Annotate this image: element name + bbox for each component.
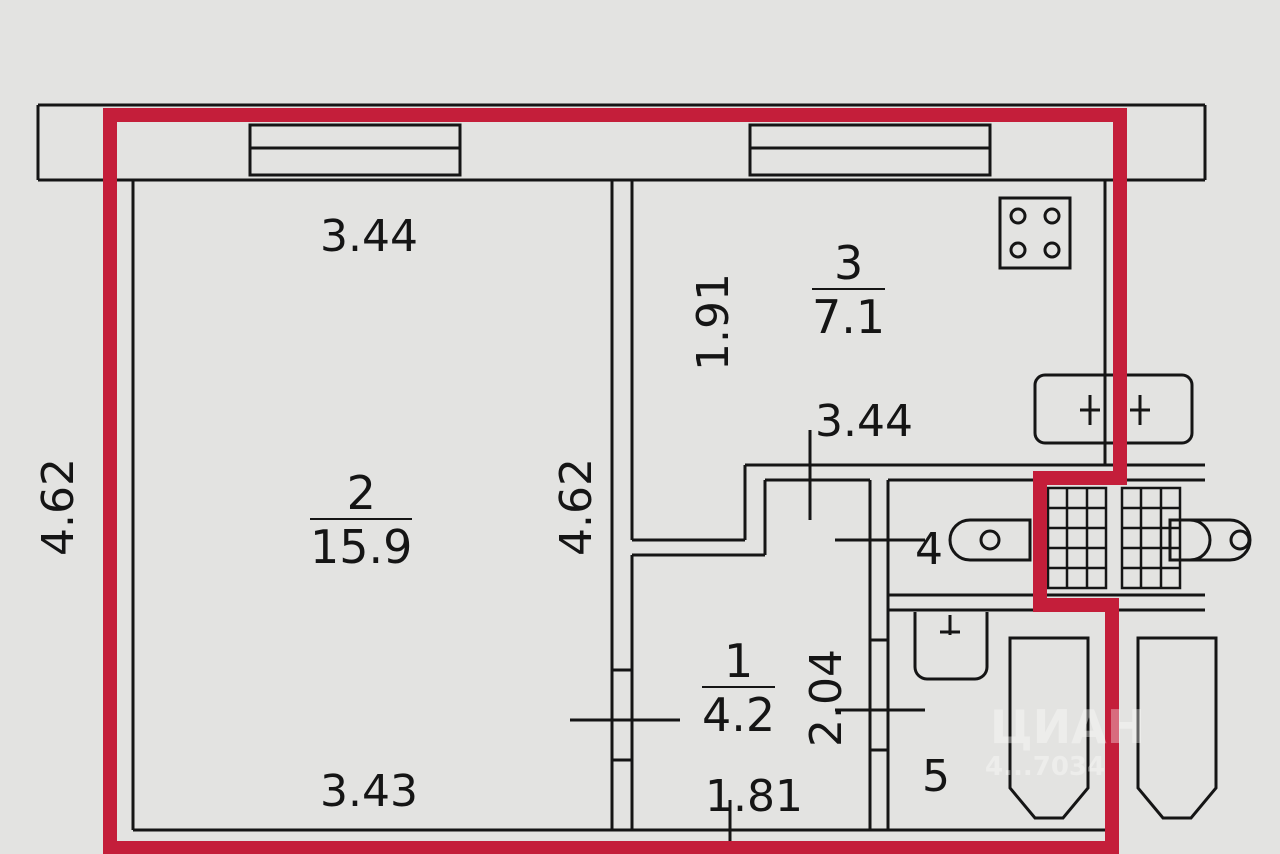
window-right	[748, 123, 992, 177]
walls	[36, 103, 1207, 854]
room5-label: 5	[922, 751, 950, 802]
room2-top-dimension: 3.44	[320, 211, 418, 262]
room1-label: 1 4.2	[702, 638, 776, 742]
room3-height-dimension: 1.91	[687, 273, 739, 371]
room4-label: 4	[915, 524, 943, 575]
room-number: 3	[812, 240, 886, 290]
apartment-outline	[103, 108, 1127, 854]
room-area: 4.2	[702, 688, 776, 742]
outer-height-dimension: 4.62	[32, 458, 84, 556]
toilet-icon	[948, 518, 1252, 562]
room-number: 1	[702, 638, 776, 688]
room3-width-dimension: 3.44	[815, 396, 913, 447]
room-area: 7.1	[812, 290, 886, 344]
washbasin-icon	[913, 612, 989, 681]
room2-bottom-dimension: 3.43	[320, 766, 418, 817]
room2-label: 2 15.9	[310, 470, 413, 574]
room1-height-dimension: 2.04	[800, 649, 852, 747]
bathtub-icon	[1008, 636, 1218, 820]
watermark-logo: ЦИАН	[990, 700, 1146, 754]
room3-label: 3 7.1	[812, 240, 886, 344]
watermark-id: 4...7034	[985, 752, 1106, 782]
window-left	[248, 123, 462, 177]
room-number: 2	[310, 470, 413, 520]
room-area: 15.9	[310, 520, 413, 574]
room1-width-dimension: 1.81	[705, 771, 803, 822]
ventilation-grid-icon	[1046, 486, 1182, 590]
stove-icon	[998, 196, 1072, 270]
room2-height-dimension: 4.62	[550, 458, 602, 556]
